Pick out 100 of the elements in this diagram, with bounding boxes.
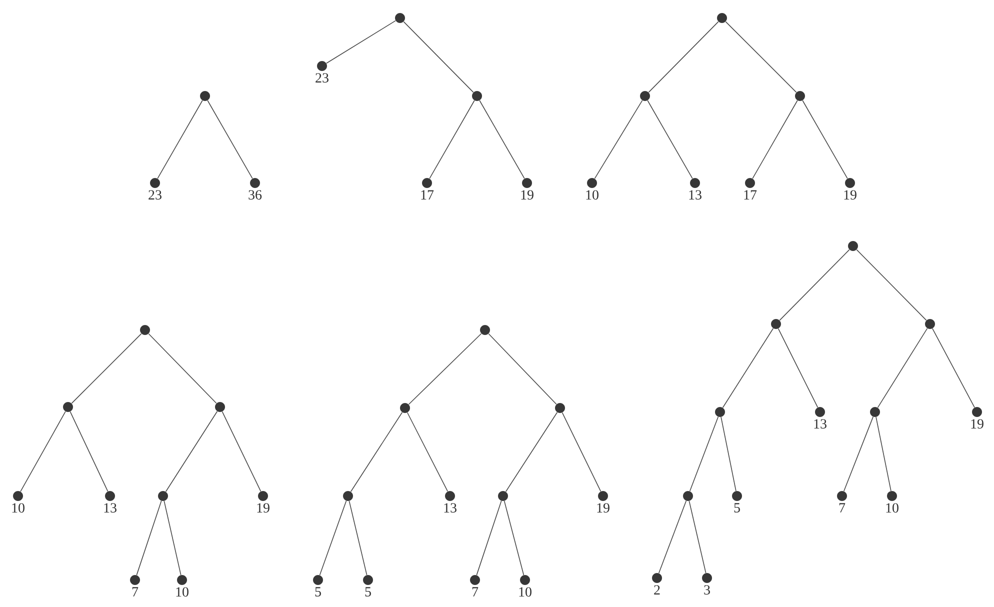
tree-edge: [779, 249, 850, 321]
tree-edge: [479, 100, 525, 179]
tree-edge: [504, 500, 524, 576]
tree-edge: [778, 328, 818, 408]
leaf-value: 5: [315, 587, 321, 596]
tree-node: [343, 491, 353, 501]
tree-node: [745, 178, 755, 188]
tree-edge: [348, 500, 368, 576]
tree-node: [815, 407, 825, 417]
leaf-value: 7: [132, 587, 138, 596]
tree-edge: [319, 500, 347, 576]
tree-node: [13, 491, 23, 501]
tree-node: [587, 178, 597, 188]
leaf-value: 13: [689, 190, 702, 200]
tree-node: [732, 491, 742, 501]
leaf-value: 36: [248, 190, 262, 200]
tree-node: [422, 178, 432, 188]
tree-node: [313, 575, 323, 585]
leaf-value: 10: [886, 503, 898, 513]
leaf-value: 5: [734, 503, 740, 512]
tree-edge: [658, 500, 687, 574]
tree-node: [837, 491, 847, 501]
leaf-value: 7: [839, 503, 846, 512]
leaf-value: 19: [971, 419, 984, 429]
leaf-value: 3: [704, 585, 710, 595]
leaf-value: 7: [472, 587, 478, 596]
tree-edge: [877, 328, 928, 408]
tree-edge: [207, 100, 253, 179]
tree-node: [215, 402, 225, 412]
tree-edge: [164, 500, 182, 576]
leaf-value: 19: [257, 503, 270, 513]
tree-node: [258, 491, 268, 501]
tree-edge: [403, 21, 474, 93]
tree-edge: [932, 328, 975, 408]
tree-edge: [562, 412, 602, 492]
tree-node: [363, 575, 373, 585]
tree-node: [470, 575, 480, 585]
leaf-value: 10: [586, 190, 598, 200]
tree-edge: [70, 411, 108, 492]
leaf-value: 13: [444, 503, 456, 513]
leaf-value: 10: [519, 587, 532, 597]
tree-node: [177, 575, 187, 585]
tree-edge: [752, 100, 798, 179]
tree-edge: [720, 416, 736, 492]
tree-edge: [429, 100, 475, 179]
leaf-value: 23: [316, 73, 328, 83]
tree-edge: [157, 100, 203, 179]
tree-node: [702, 573, 712, 583]
tree-edge: [408, 333, 482, 405]
tree-node: [640, 91, 650, 101]
tree-node: [795, 91, 805, 101]
tree-edge: [476, 500, 502, 576]
tree-node: [498, 491, 508, 501]
leaf-value: 13: [814, 419, 826, 429]
tree-node: [771, 319, 781, 329]
tree-edge: [165, 410, 218, 492]
tree-edge: [802, 100, 848, 179]
tree-node: [140, 325, 150, 335]
tree-node: [845, 178, 855, 188]
tree-node: [887, 491, 897, 501]
leaf-value: 19: [597, 503, 610, 513]
tree-node: [715, 407, 725, 417]
tree-edge: [648, 21, 719, 93]
tree-node: [317, 61, 327, 71]
tree-edge: [20, 411, 66, 492]
tree-node: [105, 491, 115, 501]
tree-edge: [594, 100, 643, 179]
tree-edge: [856, 249, 927, 321]
tree-node: [598, 491, 608, 501]
tree-edge: [326, 20, 396, 64]
tree-node: [395, 13, 405, 23]
tree-edge: [844, 416, 874, 492]
tree-node: [63, 402, 73, 412]
tree-edge: [725, 21, 797, 93]
leaf-value: 10: [176, 587, 188, 597]
tree-edge: [689, 416, 719, 492]
tree-edge: [71, 333, 142, 404]
leaf-value: 23: [148, 190, 162, 200]
tree-node: [150, 178, 160, 188]
tree-edge: [647, 100, 693, 179]
tree-node: [652, 573, 662, 583]
tree-edge: [505, 412, 558, 492]
tree-node: [130, 575, 140, 585]
leaf-value: 17: [744, 190, 757, 200]
leaf-value: 19: [844, 190, 856, 200]
tree-edge: [406, 412, 448, 492]
leaf-value: 2: [654, 585, 660, 594]
tree-node: [520, 575, 530, 585]
tree-node: [683, 491, 693, 501]
tree-node: [925, 319, 935, 329]
leaf-value: 13: [104, 503, 116, 513]
tree-edge: [350, 412, 403, 492]
tree-node: [200, 91, 210, 101]
tree-edge: [722, 328, 774, 408]
leaf-value: 10: [12, 503, 24, 513]
tree-node: [445, 491, 455, 501]
tree-node: [555, 403, 565, 413]
tree-node: [250, 178, 260, 188]
tree-edge: [222, 411, 262, 492]
leaf-value: 5: [365, 587, 371, 596]
